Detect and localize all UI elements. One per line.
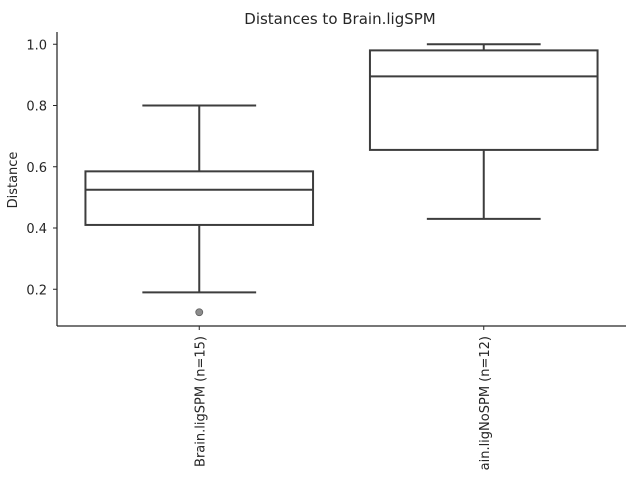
y-tick-label: 0.6 [26, 161, 47, 176]
y-tick-label: 1.0 [26, 38, 47, 53]
box-iqr [84, 170, 315, 226]
x-tick-label: ain.ligNoSPM (n=12) [478, 336, 493, 470]
y-axis-label: Distance [6, 152, 21, 209]
outlier-point [195, 308, 204, 317]
y-tick-label: 0.8 [26, 100, 47, 115]
y-tick-label: 0.4 [26, 222, 47, 237]
box-iqr [368, 49, 599, 151]
y-tick-label: 0.2 [26, 283, 47, 298]
chart-title: Distances to Brain.ligSPM [244, 10, 435, 28]
x-tick-label: Brain.ligSPM (n=15) [193, 336, 208, 467]
